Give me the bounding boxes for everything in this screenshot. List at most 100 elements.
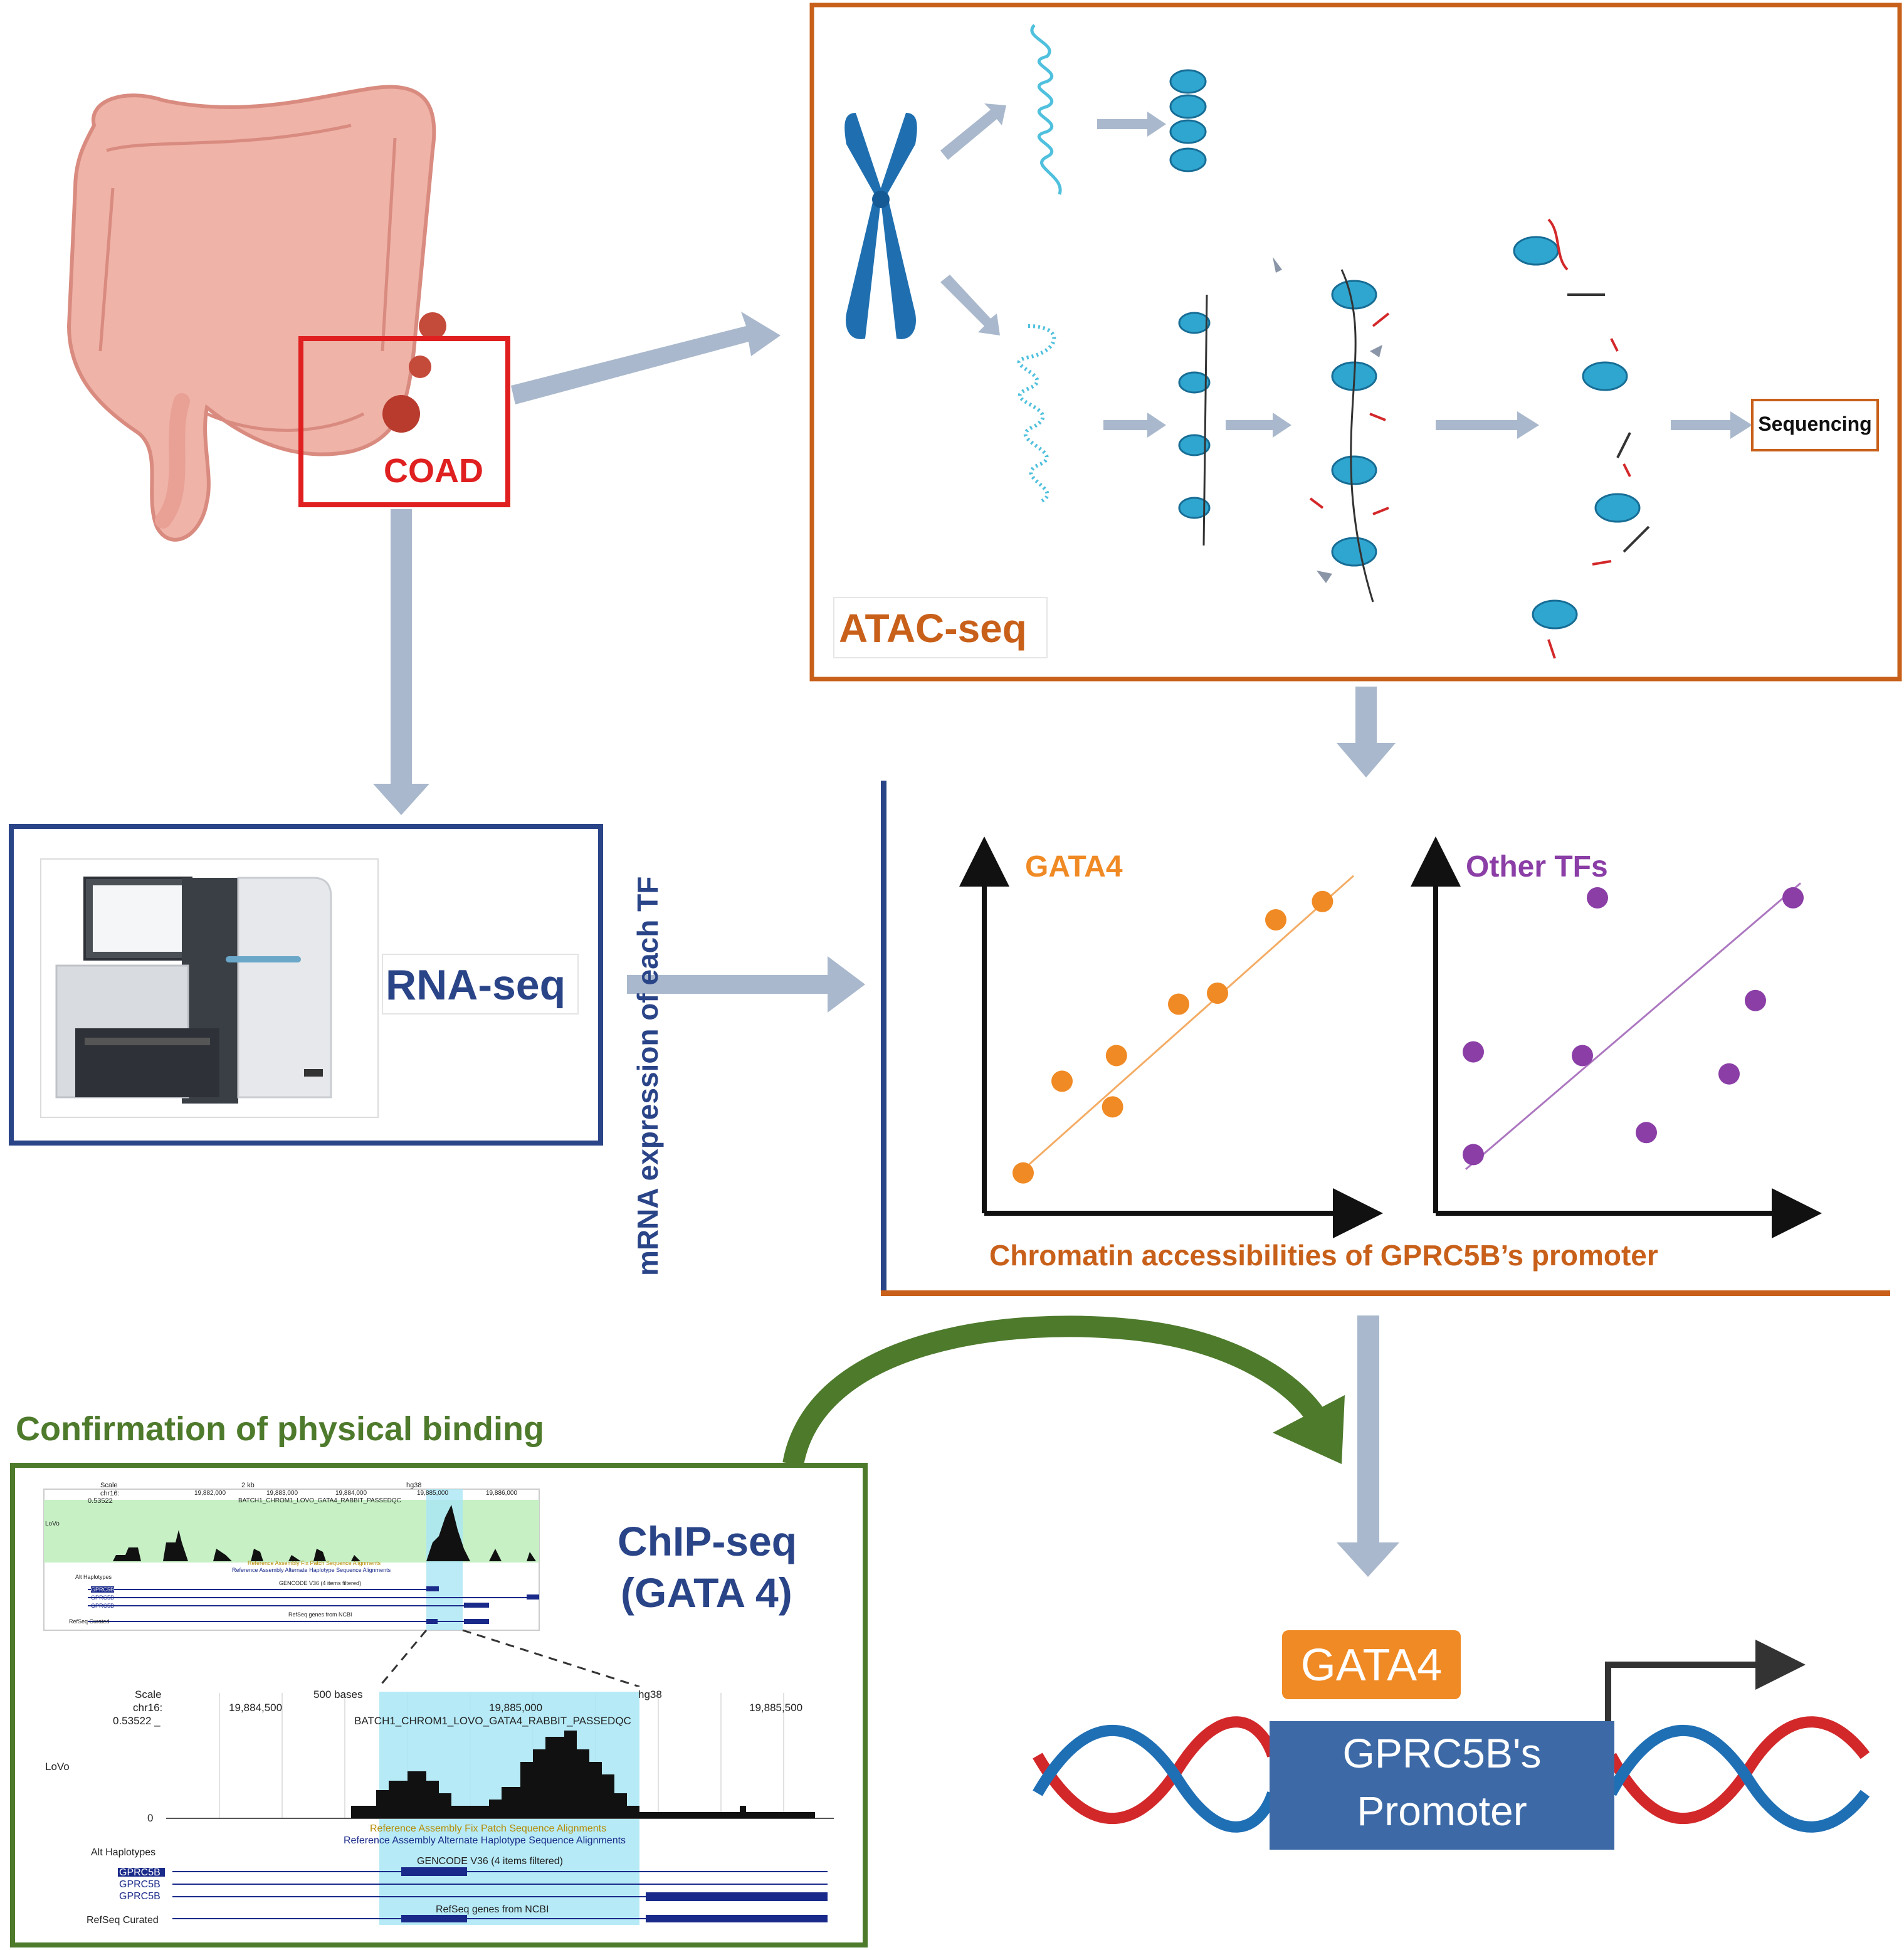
zm-refseq-genes: RefSeq genes from NCBI	[436, 1904, 549, 1915]
zm-chr: chr16:	[133, 1702, 163, 1714]
sequencer-illustration	[55, 877, 332, 1104]
data-point	[1265, 909, 1286, 930]
dna-helix	[1033, 1716, 1870, 1833]
ucsc-zoom	[118, 1687, 834, 1925]
arrow-to-atac	[511, 312, 781, 404]
chip-frame	[10, 1463, 868, 1947]
sequencing-label: Sequencing	[1758, 413, 1872, 435]
arrow-to-scatter	[627, 956, 865, 1013]
ov-alt-haplo: Alt Haplotypes	[75, 1574, 112, 1580]
zm-tick: 19,884,500	[229, 1702, 283, 1714]
ov-tick: 19,883,000	[266, 1490, 298, 1497]
scatter-panel-gata4	[959, 836, 1383, 1238]
trend-line	[1014, 875, 1354, 1178]
ov-tick: 19,882,000	[194, 1490, 226, 1497]
data-point	[1782, 887, 1804, 909]
ov-tick: 19,884,000	[335, 1490, 367, 1497]
arrow-to-promoter	[1337, 1315, 1399, 1577]
scatter-xlabel: Chromatin accessibilities of GPRC5B’s pr…	[989, 1239, 1658, 1272]
chip-label-line1: ChIP-seq	[618, 1518, 797, 1564]
data-point	[1718, 1063, 1740, 1085]
transcription-arrow	[1605, 1640, 1806, 1721]
data-point	[1102, 1096, 1123, 1118]
trend-line	[1465, 882, 1801, 1170]
data-point	[1463, 1041, 1484, 1063]
ov-refseq-genes: RefSeq genes from NCBI	[288, 1611, 352, 1618]
zm-alt-align: Reference Assembly Alternate Haplotype S…	[344, 1835, 626, 1846]
chip-label-line2: (GATA 4)	[621, 1569, 792, 1616]
zm-span: 500 bases	[313, 1689, 363, 1700]
gata4-box	[1282, 1630, 1461, 1699]
arrow-atac-down	[1337, 687, 1396, 777]
scatter-ylabel: mRNA expression of each TF	[631, 876, 664, 1276]
zm-scale: Scale	[135, 1689, 162, 1700]
arrow-to-rnaseq	[373, 509, 429, 815]
ov-assembly: hg38	[406, 1482, 422, 1489]
data-point	[1105, 1045, 1127, 1067]
coad-label: COAD	[384, 452, 483, 490]
zm-gene-3: GPRC5B	[119, 1891, 160, 1902]
gata4-promoter-label: GATA4	[1300, 1640, 1443, 1690]
sequencing-box	[1751, 399, 1879, 451]
ov-tick: 19,885,000	[417, 1490, 449, 1497]
atac-label-box	[833, 597, 1048, 658]
scatter-frame-left	[881, 781, 886, 1295]
data-point	[1745, 989, 1766, 1011]
scatter-plots	[959, 836, 1822, 1238]
zoom-line-right	[462, 1629, 640, 1688]
ov-gene-3: GPRC5B	[91, 1603, 115, 1609]
zm-alt-haplo: Alt Haplotypes	[91, 1847, 156, 1858]
ov-gencode: GENCODE V36 (4 items filtered)	[279, 1580, 362, 1586]
flow-arrows	[373, 312, 1399, 1577]
gata4-panel-title: GATA4	[1025, 850, 1123, 883]
scatter-panel-other-tfs	[1411, 836, 1822, 1238]
zm-gene-1: GPRC5B	[119, 1867, 160, 1878]
zm-tick: 19,885,500	[749, 1702, 803, 1714]
zm-value: 0.53522 _	[113, 1715, 160, 1727]
promoter-label-line2: Promoter	[1357, 1788, 1527, 1834]
scatter-frame-bottom	[881, 1290, 1890, 1296]
data-point	[1312, 890, 1333, 912]
zm-zero: 0	[147, 1812, 154, 1824]
data-point	[1636, 1122, 1657, 1144]
ov-chr: chr16:	[100, 1490, 120, 1497]
rnaseq-frame	[9, 824, 603, 1146]
zm-track: BATCH1_CHROM1_LOVO_GATA4_RABBIT_PASSEDQC	[354, 1715, 631, 1727]
binding-curve-arrow	[782, 1315, 1326, 1467]
rnaseq-label-box	[382, 954, 579, 1015]
zm-track-label: LoVo	[45, 1761, 70, 1773]
zm-assembly: hg38	[638, 1689, 662, 1700]
ov-track: BATCH1_CHROM1_LOVO_GATA4_RABBIT_PASSEDQC	[238, 1497, 401, 1504]
data-point	[1572, 1045, 1593, 1067]
promoter-label-line1: GPRC5B's	[1342, 1730, 1542, 1776]
ov-fix-patch: Reference Assembly Fix Patch Sequence Al…	[248, 1560, 381, 1566]
ov-value: 0.53522	[88, 1497, 113, 1505]
promoter-box	[1270, 1721, 1614, 1850]
rnaseq-label: RNA-seq	[386, 961, 566, 1009]
binding-curve-arrowhead	[1273, 1395, 1345, 1464]
coad-highlight-box	[298, 336, 510, 507]
other-panel-title: Other TFs	[1466, 850, 1608, 883]
ov-refseq: RefSeq Curated	[69, 1618, 110, 1625]
ucsc-overview	[43, 1489, 540, 1631]
zm-refseq: RefSeq Curated	[87, 1915, 159, 1926]
atac-frame	[809, 3, 1902, 682]
zoom-line-left	[378, 1630, 428, 1687]
zm-fix-patch: Reference Assembly Fix Patch Sequence Al…	[370, 1823, 607, 1834]
data-point	[1207, 983, 1228, 1004]
ov-gene-2: GPRC5B	[91, 1594, 115, 1601]
atac-label: ATAC-seq	[839, 606, 1027, 651]
zm-gencode: GENCODE V36 (4 items filtered)	[417, 1856, 563, 1867]
ov-gene-1: GPRC5B	[91, 1586, 115, 1593]
ov-scale: Scale	[100, 1482, 118, 1489]
data-point	[1168, 993, 1189, 1015]
ov-tick: 19,886,000	[486, 1490, 518, 1497]
data-point	[1012, 1162, 1034, 1184]
colon-illustration	[66, 85, 446, 542]
ov-alt-align: Reference Assembly Alternate Haplotype S…	[232, 1567, 391, 1573]
confirmation-label: Confirmation of physical binding	[16, 1410, 544, 1448]
ov-span: 2 kb	[241, 1482, 255, 1489]
atac-illustration	[844, 24, 1752, 659]
ov-track-label: LoVo	[45, 1520, 60, 1527]
